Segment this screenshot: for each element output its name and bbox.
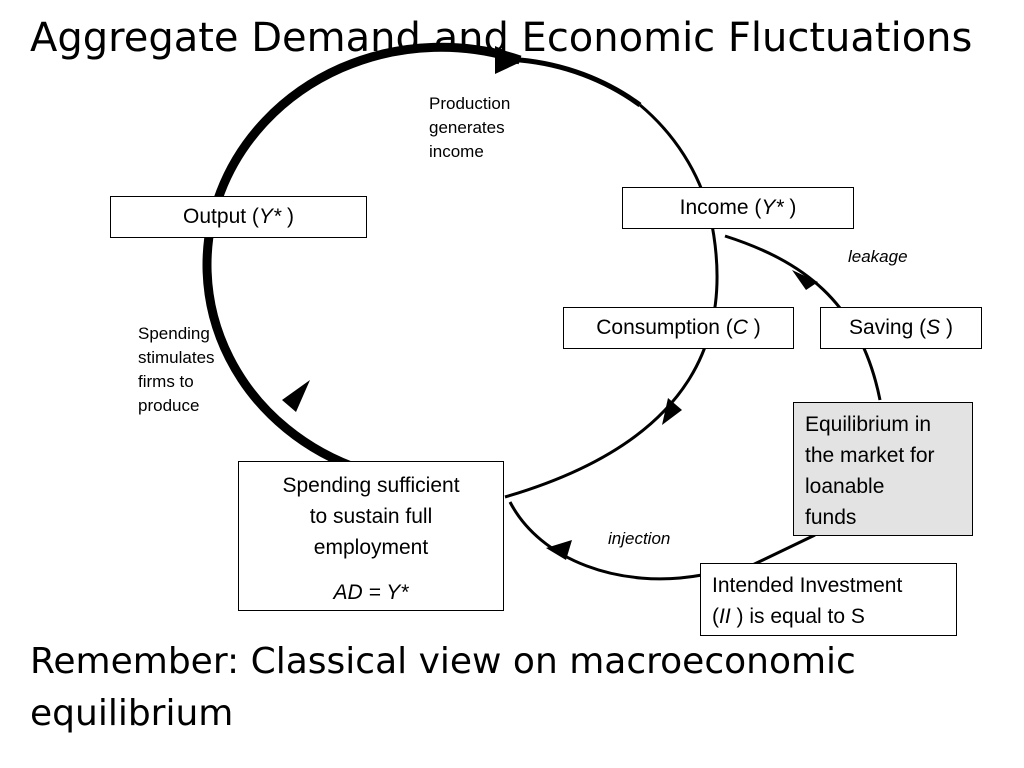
- loanable-line: loanable: [805, 475, 885, 498]
- stimulates-label-line: stimulates: [138, 348, 215, 367]
- saving-box: Saving (S ): [820, 307, 982, 349]
- loanable-funds-box: Equilibrium in the market for loanable f…: [793, 402, 973, 536]
- spending-line: employment: [313, 536, 429, 559]
- output-box: Output (Y* ): [110, 196, 367, 238]
- consumption-label: Consumption (: [596, 316, 733, 339]
- investment-rest: ) is equal to S: [730, 605, 865, 628]
- spending-box: Spending sufficient to sustain full empl…: [238, 461, 504, 611]
- spending-line: Spending sufficient: [282, 474, 460, 497]
- stimulates-label-line: produce: [138, 396, 200, 415]
- footer-line: equilibrium: [30, 693, 234, 734]
- production-label-line: generates: [429, 118, 505, 137]
- consumption-variable: C: [732, 316, 748, 339]
- investment-open: (: [712, 605, 719, 628]
- consumption-arrowhead: [662, 398, 682, 425]
- saving-label: Saving (: [849, 316, 927, 339]
- output-variable: Y*: [258, 205, 282, 228]
- consumption-box: Consumption (C ): [563, 307, 794, 349]
- investment-box: Intended Investment (II ) is equal to S: [700, 563, 957, 636]
- loanable-line: Equilibrium in: [805, 413, 932, 436]
- production-label: Production generates income: [429, 92, 510, 164]
- aggregate-demand-equation: AD = Y*: [333, 581, 409, 604]
- output-flow-arc: [202, 42, 522, 475]
- loanable-line: funds: [805, 506, 857, 529]
- footer-line: Remember: Classical view on macroeconomi…: [30, 641, 856, 682]
- income-label: Income (: [679, 196, 762, 219]
- output-suffix: ): [281, 205, 294, 228]
- leakage-arrowhead: [792, 270, 818, 290]
- investment-line: Intended Investment: [712, 574, 903, 597]
- leakage-flow-arc: [724, 234, 882, 401]
- injection-label: injection: [608, 529, 671, 548]
- slide-footer: Remember: Classical view on macroeconomi…: [30, 636, 930, 740]
- income-box: Income (Y* ): [622, 187, 854, 229]
- spending-line: to sustain full: [309, 505, 433, 528]
- left-arrowhead: [282, 380, 310, 412]
- investment-variable: II: [719, 605, 731, 628]
- consumption-suffix: ): [747, 316, 761, 339]
- saving-variable: S: [926, 316, 941, 339]
- income-suffix: ): [783, 196, 797, 219]
- leakage-label: leakage: [848, 247, 908, 266]
- stimulates-label-line: Spending: [138, 324, 210, 343]
- investment-line: (II ) is equal to S: [712, 601, 956, 632]
- stimulates-label-line: firms to: [138, 372, 194, 391]
- stimulates-label: Spending stimulates firms to produce: [138, 322, 215, 418]
- top-flow-arc: [519, 57, 642, 108]
- top-arrowhead: [495, 46, 525, 74]
- output-label: Output (: [183, 205, 259, 228]
- production-label-line: Production: [429, 94, 511, 113]
- injection-flow-arc: [508, 501, 703, 581]
- production-label-line: income: [429, 142, 484, 161]
- consumption-flow-arc: [504, 214, 719, 499]
- saving-suffix: ): [940, 316, 953, 339]
- income-variable: Y*: [761, 196, 784, 219]
- loanable-line: the market for: [805, 444, 935, 467]
- injection-arrowhead: [546, 540, 572, 560]
